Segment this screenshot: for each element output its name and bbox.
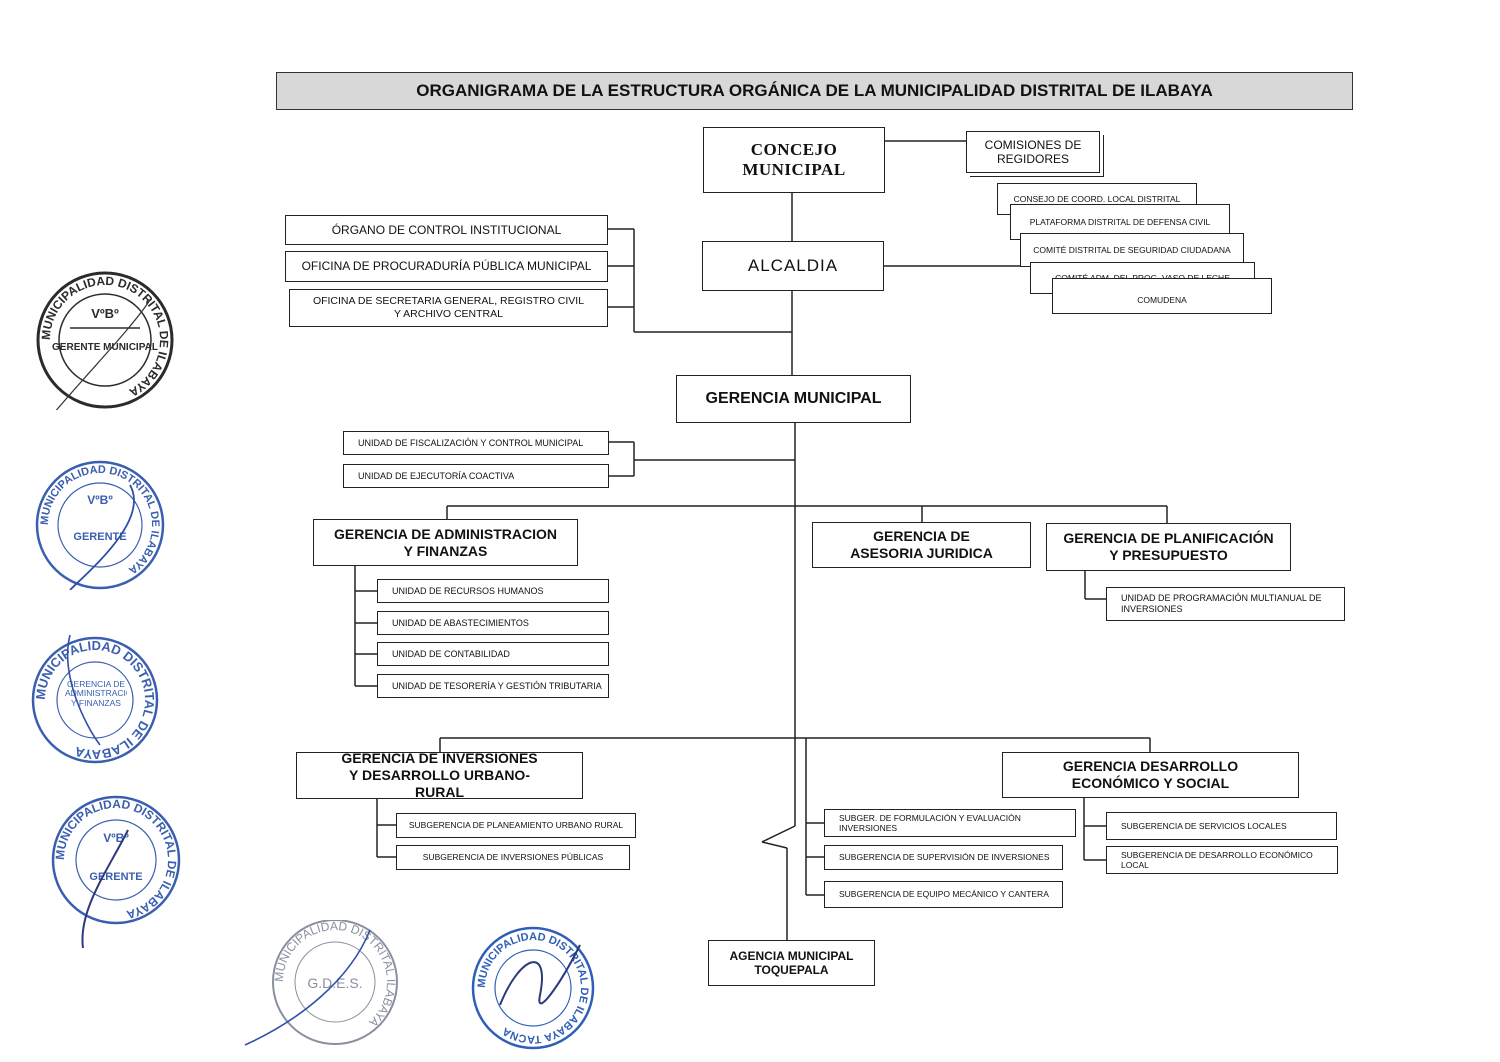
comudena-label: COMUDENA	[1137, 294, 1187, 305]
seal-1-top: VºBº	[91, 306, 119, 321]
comudena-box: COMUDENA	[1052, 278, 1272, 314]
servicios-locales-box: SUBGERENCIA DE SERVICIOS LOCALES	[1106, 812, 1337, 840]
gerencia-planificacion-box: GERENCIA DE PLANIFICACIÓN Y PRESUPUESTO	[1046, 523, 1291, 571]
seal-gdes: MUNICIPALIDAD DISTRITAL ILABAYA G.D.E.S.	[244, 920, 398, 1046]
procuraduria-box: OFICINA DE PROCURADURÍA PÚBLICA MUNICIPA…	[285, 251, 608, 282]
gerencia-inversiones-box: GERENCIA DE INVERSIONES Y DESARROLLO URB…	[296, 750, 583, 800]
seal-gerente-municipal: MUNICIPALIDAD DISTRITAL DE ILABAYA VºBº …	[36, 271, 174, 410]
comisiones-regidores-box: COMISIONES DE REGIDORES	[966, 131, 1100, 173]
gerencia-desarrollo-box: GERENCIA DESARROLLO ECONÓMICO Y SOCIAL	[1002, 752, 1299, 798]
seal-gerente-asesoria: MUNICIPALIDAD DISTRITAL DE ILABAYA VºBº …	[51, 795, 181, 949]
gerencia-municipal-box: GERENCIA MUNICIPAL	[676, 375, 911, 423]
supervision-inversiones-box: SUBGERENCIA DE SUPERVISIÓN DE INVERSIONE…	[824, 845, 1063, 870]
secretaria-general-box: OFICINA DE SECRETARIA GENERAL, REGISTRO …	[289, 289, 608, 327]
ejecutoria-box: UNIDAD DE EJECUTORÍA COACTIVA	[343, 464, 609, 488]
formulacion-evaluacion-box: SUBGER. DE FORMULACIÓN Y EVALUACIÓN INVE…	[824, 809, 1076, 837]
desarrollo-economico-local-box: SUBGERENCIA DE DESARROLLO ECONÓMICO LOCA…	[1106, 846, 1338, 874]
fiscalizacion-box: UNIDAD DE FISCALIZACIÓN Y CONTROL MUNICI…	[343, 431, 609, 455]
control-institucional-box: ÓRGANO DE CONTROL INSTITUCIONAL	[285, 215, 608, 245]
agencia-toquepala-box: AGENCIA MUNICIPAL TOQUEPALA	[708, 940, 875, 986]
seal-4-inner: GERENTE	[89, 871, 142, 883]
comite-seguridad-box: COMITÉ DISTRITAL DE SEGURIDAD CIUDADANA	[1020, 233, 1244, 267]
abastecimientos-box: UNIDAD DE ABASTECIMIENTOS	[377, 611, 609, 635]
equipo-mecanico-box: SUBGERENCIA DE EQUIPO MECÁNICO Y CANTERA	[824, 881, 1063, 908]
gerencia-administracion-box: GERENCIA DE ADMINISTRACION Y FINANZAS	[313, 519, 578, 566]
tesoreria-box: UNIDAD DE TESORERÍA Y GESTIÓN TRIBUTARIA	[377, 674, 609, 698]
concejo-municipal-box: CONCEJO MUNICIPAL	[703, 127, 885, 193]
recursos-humanos-box: UNIDAD DE RECURSOS HUMANOS	[377, 579, 609, 603]
seal-6-ring-text: MUNICIPALIDAD DISTRITAL DE ILABAYA TACNA	[476, 931, 590, 1045]
seal-gerente-planificacion: MUNICIPALIDAD DISTRITAL DE ILABAYA VºBº …	[35, 460, 165, 590]
alcaldia-box: ALCALDIA	[702, 241, 884, 291]
seal-2-top: VºBº	[87, 493, 113, 507]
gerencia-asesoria-box: GERENCIA DE ASESORIA JURIDICA	[812, 522, 1031, 568]
seal-1-inner: GERENTE MUNICIPAL	[52, 342, 158, 353]
planeamiento-urbano-box: SUBGERENCIA DE PLANEAMIENTO URBANO RURAL	[396, 813, 636, 838]
seal-tacna: MUNICIPALIDAD DISTRITAL DE ILABAYA TACNA	[471, 926, 595, 1050]
svg-text:MUNICIPALIDAD DISTRITAL DE ILA: MUNICIPALIDAD DISTRITAL DE ILABAYA TACNA	[476, 931, 590, 1045]
programacion-multianual-box: UNIDAD DE PROGRAMACIÓN MULTIANUAL DE INV…	[1106, 587, 1345, 621]
seal-2-inner: GERENTE	[73, 531, 126, 543]
inversiones-publicas-box: SUBGERENCIA DE INVERSIONES PÚBLICAS	[396, 845, 630, 870]
seal-3-inner: GERENCIA DE ADMINISTRACIÓN Y FINANZAS	[65, 680, 127, 708]
seal-gerencia-administracion: MUNICIPALIDAD DISTRITAL DE ILABAYA GEREN…	[31, 635, 159, 764]
chart-title: ORGANIGRAMA DE LA ESTRUCTURA ORGÁNICA DE…	[276, 72, 1353, 110]
contabilidad-box: UNIDAD DE CONTABILIDAD	[377, 642, 609, 666]
